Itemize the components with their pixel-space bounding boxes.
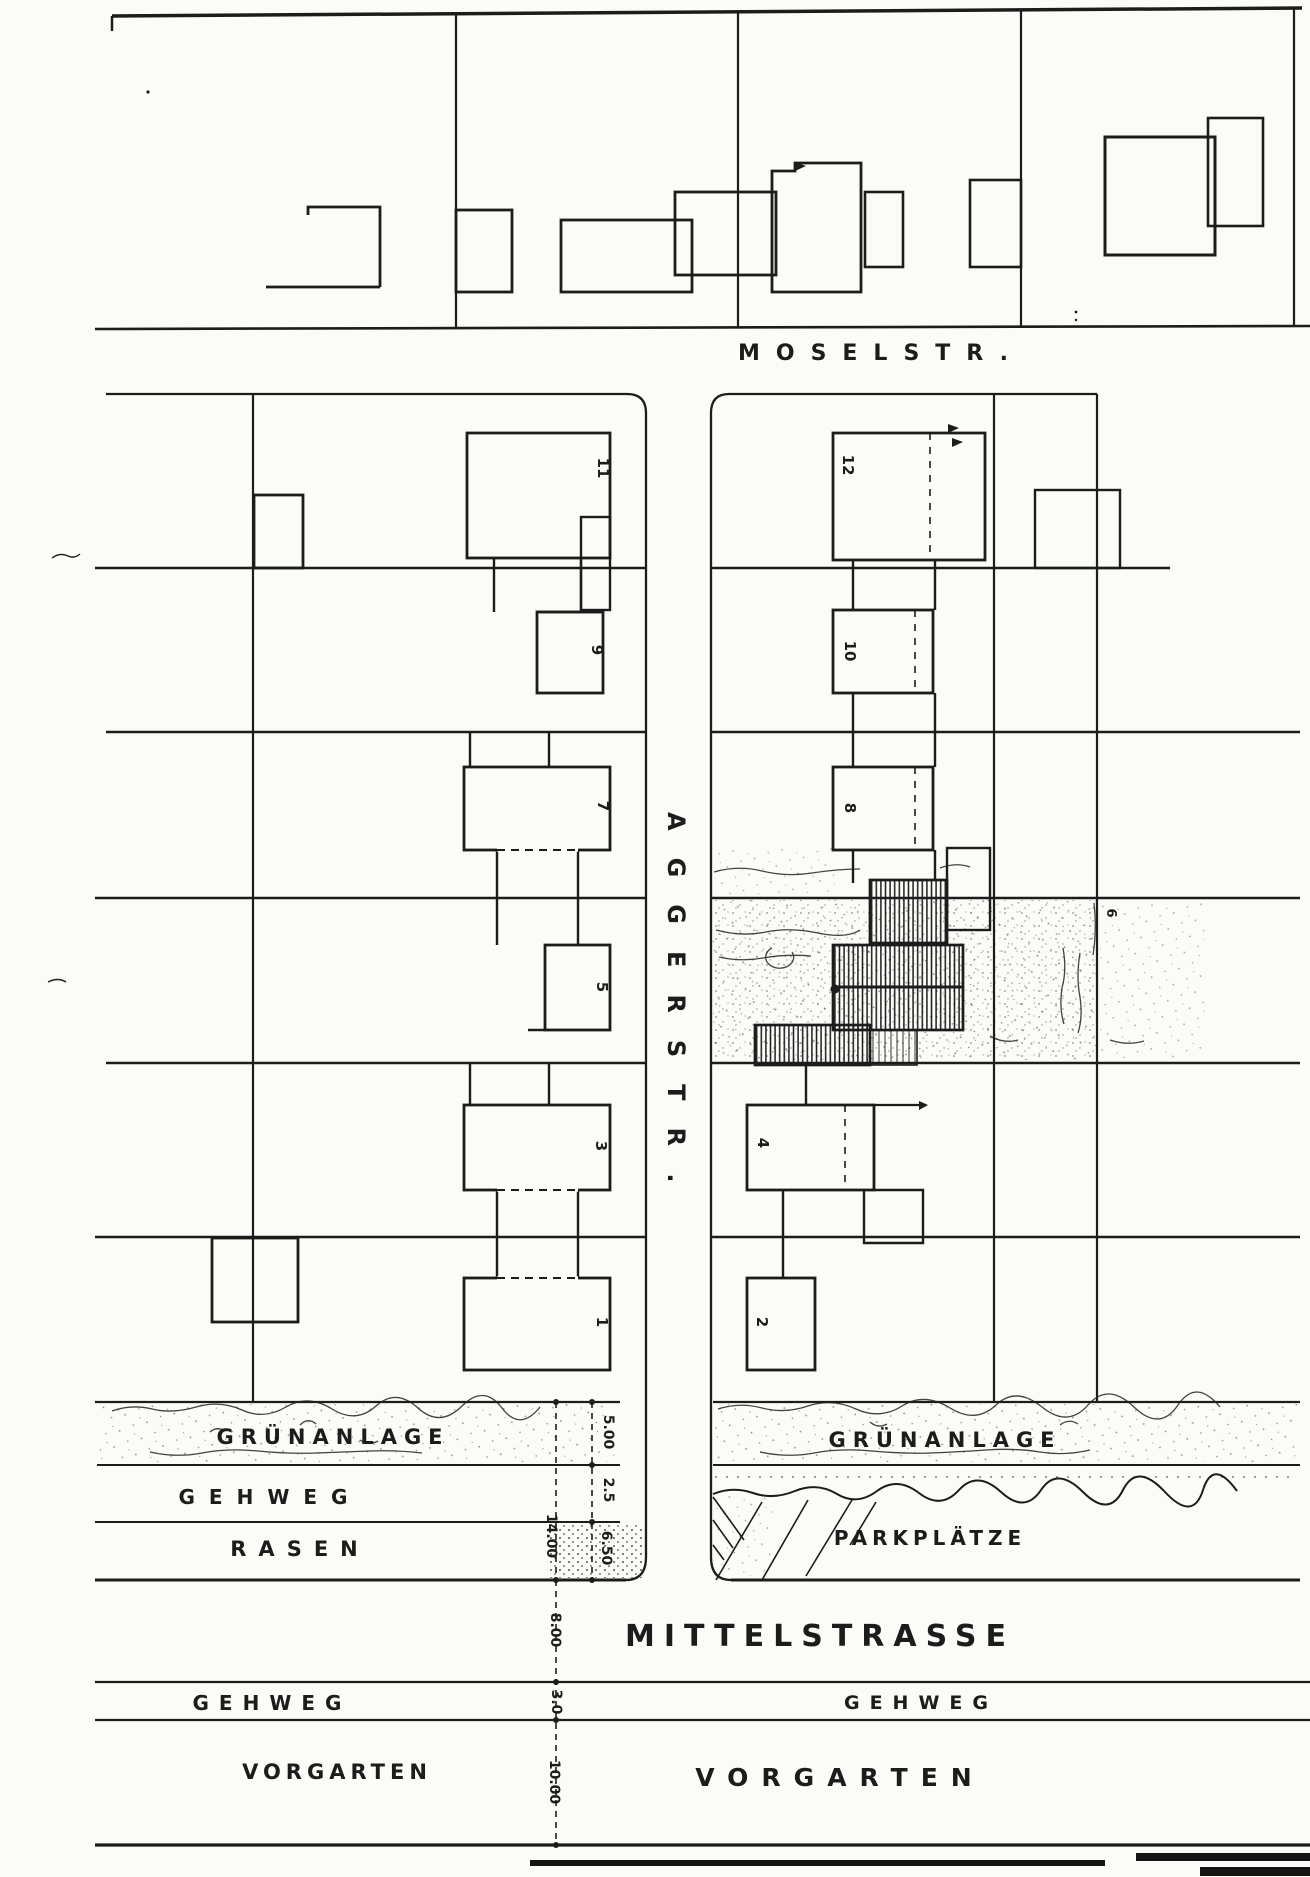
building-outline — [252, 493, 305, 570]
house-number-4: 4 — [754, 1138, 772, 1148]
building-connector — [492, 558, 603, 614]
zone-label-parkplaetze: PARKPLÄTZE — [834, 1526, 1026, 1550]
zone-label-gehweg-upper-left: GEHWEG — [179, 1485, 362, 1509]
hatched-building — [868, 878, 949, 945]
scan-artifact-bars — [530, 1853, 1310, 1876]
hatched-zone — [713, 848, 1205, 1067]
rasen-dots-texture — [548, 1524, 644, 1578]
building-3 — [462, 1103, 612, 1192]
building-12 — [831, 431, 987, 562]
stray-mark — [146, 90, 150, 94]
building-4 — [745, 1103, 876, 1192]
dimension-chain — [553, 1399, 595, 1848]
house-numbers: 11 12 9 10 7 8 5 6 3 4 1 2 — [588, 455, 1118, 1328]
dim-vorgarten: 10.00 — [546, 1760, 562, 1805]
building-outline — [863, 190, 905, 269]
building-connector — [851, 850, 937, 883]
building-outline — [1103, 135, 1217, 257]
hatched-buildings — [753, 878, 965, 1067]
lower-band-lines — [95, 1680, 1310, 1847]
dim-left-total: 14.00 — [543, 1514, 559, 1559]
scribble-texture — [713, 864, 1145, 1044]
dim-rasen: 6.50 — [598, 1531, 614, 1566]
street-label-moselstr: MOSELSTR. — [738, 341, 1024, 366]
street-label-aggerstr: AGGERSTR. — [662, 812, 690, 1210]
arrow-mark — [948, 424, 959, 433]
house-number-2: 2 — [753, 1317, 771, 1327]
building-connector — [468, 732, 551, 767]
hatched-building — [753, 1023, 872, 1067]
building-connector — [781, 1188, 925, 1278]
building-outline — [770, 161, 863, 294]
dimension-labels: 5.00 2.5 6.50 14.00 8.00 3.0 10.00 — [543, 1415, 616, 1805]
dim-gehweg-upper: 2.5 — [600, 1478, 616, 1503]
building-connector — [468, 1063, 551, 1105]
building-8 — [831, 765, 935, 852]
top-block — [94, 6, 1310, 331]
stray-mark — [1074, 310, 1078, 314]
street-label-mittelstrasse: MITTELSTRASSE — [625, 1619, 1015, 1654]
building-outline — [266, 205, 382, 289]
house-number-11: 11 — [594, 458, 612, 479]
house-number-1: 1 — [593, 1317, 611, 1327]
building-1 — [462, 1276, 612, 1372]
arrow-mark — [919, 1101, 928, 1110]
margin-marks — [47, 553, 81, 983]
building-outline — [1033, 488, 1122, 570]
building-11 — [465, 431, 612, 560]
zone-label-gruenanlage-left: GRÜNANLAGE — [216, 1424, 449, 1449]
house-number-10: 10 — [841, 641, 859, 662]
house-number-9: 9 — [588, 645, 606, 655]
building-connector — [495, 1190, 580, 1278]
zone-label-gruenanlage-right: GRÜNANLAGE — [828, 1427, 1061, 1452]
zone-label-gehweg-lower-left: GEHWEG — [193, 1691, 352, 1715]
right-block-buildings — [745, 424, 1122, 1372]
aggerstr-east-edge — [709, 392, 1300, 1582]
arrow-mark — [952, 438, 963, 447]
dim-gruenanlage: 5.00 — [600, 1415, 616, 1450]
building-connector — [495, 850, 580, 945]
house-number-3: 3 — [592, 1141, 610, 1151]
building-annex — [579, 515, 612, 612]
aggerstr-west-edge — [95, 392, 648, 1582]
ink-blob — [830, 984, 840, 994]
building-outline — [559, 218, 694, 294]
zone-label-vorgarten-right: VORGARTEN — [695, 1763, 984, 1792]
zone-label-vorgarten-left: VORGARTEN — [242, 1760, 432, 1784]
dim-gehweg-lower: 3.0 — [548, 1690, 564, 1715]
arrow-mark — [795, 162, 806, 171]
building-connector — [851, 560, 937, 610]
building-outline — [210, 1236, 300, 1324]
house-number-8: 8 — [841, 803, 859, 813]
photocopy-speckle — [1100, 902, 1205, 1058]
squiggle-border — [712, 1473, 1238, 1508]
building-outline — [1206, 116, 1265, 228]
house-number-7: 7 — [594, 801, 612, 811]
building-outline — [673, 190, 778, 277]
dimension-ticks — [553, 1399, 595, 1848]
building-10 — [831, 608, 935, 695]
stray-mark — [1074, 318, 1078, 322]
south-bands — [95, 1400, 1300, 1582]
moselstr-north-edge — [94, 324, 1310, 331]
zone-label-gehweg-lower-right: GEHWEG — [844, 1692, 998, 1714]
left-block-buildings — [210, 431, 612, 1372]
hatched-building-light — [869, 1029, 918, 1066]
building-5 — [543, 943, 612, 1032]
parkplaetze-texture — [712, 1473, 1238, 1581]
building-2 — [745, 1276, 817, 1372]
building-9 — [535, 610, 605, 695]
house-number-12: 12 — [839, 455, 857, 476]
top-block-north-line — [111, 6, 1303, 18]
zone-label-rasen: RASEN — [230, 1537, 369, 1561]
dim-mittelstrasse: 8.00 — [547, 1613, 563, 1648]
house-number-5: 5 — [593, 982, 611, 992]
building-outline — [454, 208, 514, 294]
building-connector — [851, 693, 937, 767]
house-number-6: 6 — [1103, 908, 1118, 917]
gruenanlage-texture — [100, 1391, 1298, 1462]
building-outline — [968, 178, 1023, 269]
building-7 — [462, 765, 612, 852]
